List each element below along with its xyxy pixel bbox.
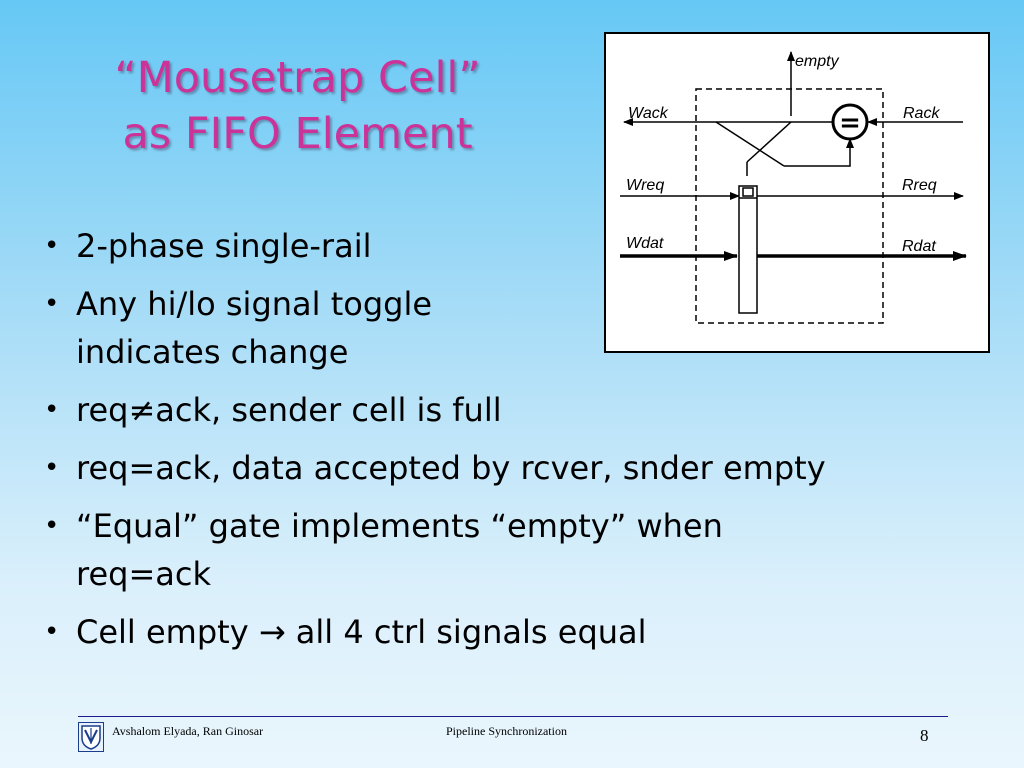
bullet-text: Cell empty → all 4 ctrl signals equal xyxy=(76,613,647,651)
slide-title-line-2: as FIFO Element xyxy=(122,109,473,159)
bullet-text: req=ack xyxy=(76,555,211,593)
cross-wire-b xyxy=(746,121,792,163)
latch-register xyxy=(738,185,758,314)
university-logo-icon xyxy=(78,722,104,752)
mousetrap-diagram: empty Rack = Wack Wreq Rreq Wdat Rdat xyxy=(604,32,990,353)
label-wdat: Wdat xyxy=(626,235,664,252)
mousetrap-diagram-svg: empty Rack = Wack Wreq Rreq Wdat Rdat xyxy=(620,51,967,324)
label-wack: Wack xyxy=(628,105,669,122)
cell-boundary xyxy=(695,88,884,324)
label-rreq: Rreq xyxy=(902,177,937,194)
bullet-item: req=ack, data accepted by rcver, snder e… xyxy=(42,444,1002,492)
label-rack: Rack xyxy=(903,105,940,122)
slide-title: “Mousetrap Cell” as FIFO Element xyxy=(20,50,575,162)
latch-control-bit xyxy=(742,187,754,197)
bullet-item: Cell empty → all 4 ctrl signals equal xyxy=(42,608,1002,656)
slide-title-line-1: “Mousetrap Cell” xyxy=(114,53,481,103)
footer-divider xyxy=(78,716,948,717)
bullet-text: 2-phase single-rail xyxy=(76,227,372,265)
bullet-item: Any hi/lo signal toggle indicates change xyxy=(42,280,1002,376)
bullet-text: indicates change xyxy=(76,333,349,371)
bullet-item: req≠ack, sender cell is full xyxy=(42,386,1002,434)
label-rdat: Rdat xyxy=(902,238,936,255)
bullet-text: Any hi/lo signal toggle xyxy=(76,285,433,323)
footer-topic: Pipeline Synchronization xyxy=(446,724,567,738)
wreq-to-gate-wire xyxy=(784,138,854,167)
bullet-text: “Equal” gate implements “empty” when xyxy=(76,507,723,545)
bullet-text: req≠ack, sender cell is full xyxy=(76,391,502,429)
footer-authors: Avshalom Elyada, Ran Ginosar xyxy=(112,724,264,738)
bullet-text: req=ack, data accepted by rcver, snder e… xyxy=(76,449,826,487)
bullet-item: “Equal” gate implements “empty” when req… xyxy=(42,502,1002,598)
label-empty: empty xyxy=(795,53,840,70)
bullet-item: 2-phase single-rail xyxy=(42,222,1002,270)
equal-gate-symbol: = xyxy=(839,108,861,138)
cross-wire-a xyxy=(715,121,785,167)
bullet-list: 2-phase single-rail Any hi/lo signal tog… xyxy=(42,222,1002,666)
label-wreq: Wreq xyxy=(626,177,664,194)
slide-number: 8 xyxy=(920,726,929,745)
